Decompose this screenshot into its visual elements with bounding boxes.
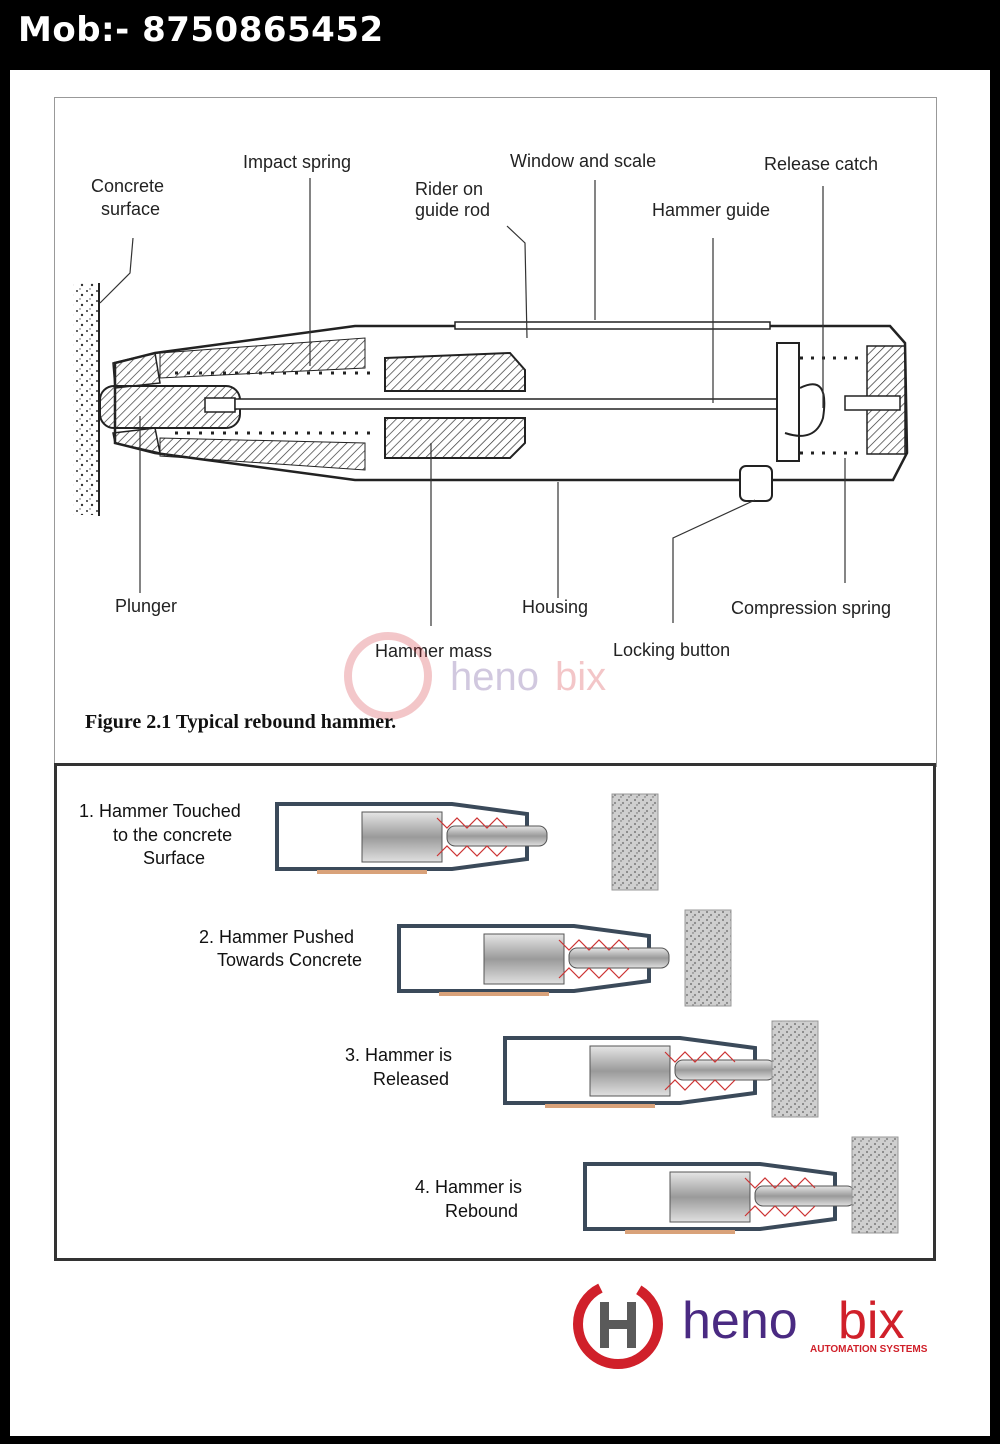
step-1-line-1: 1. Hammer Touched [79, 801, 241, 821]
label-rider-on-guide-rod-2: guide rod [415, 200, 490, 220]
step-2-line-2: Towards Concrete [217, 950, 362, 970]
label-hammer-mass: Hammer mass [375, 641, 492, 661]
label-housing: Housing [522, 597, 588, 617]
nose-cap [112, 352, 161, 389]
step-2-concrete-block [684, 909, 732, 1007]
watermark: heno bix [344, 632, 606, 720]
label-release-catch: Release catch [764, 154, 878, 174]
step-4-concrete-block [851, 1136, 899, 1234]
step-1-concrete-block [611, 793, 659, 891]
step-2-line-1: 2. Hammer Pushed [199, 927, 354, 947]
step-2: 2. Hammer Pushed Towards Concrete [199, 909, 732, 1007]
logo-tagline: AUTOMATION SYSTEMS [810, 1344, 928, 1355]
operation-steps-drawing: 1. Hammer Touched to the concrete Surfac… [79, 793, 899, 1236]
step-2-hammer [397, 924, 671, 998]
label-concrete-surface-2: surface [101, 199, 160, 219]
svg-text:bix: bix [555, 655, 606, 699]
rebound-hammer-drawing: Concrete surface Impact spring Rider on … [73, 151, 909, 733]
step-3-concrete-block [771, 1020, 819, 1118]
label-plunger: Plunger [115, 596, 177, 616]
step-1-hammer [275, 802, 549, 876]
logo-text-bix: bix [838, 1292, 904, 1350]
phone-number: Mob:- 8750865452 [18, 10, 384, 50]
henobix-logo-graphic: heno bix AUTOMATION SYSTEMS [573, 1279, 928, 1369]
step-4: 4. Hammer is Rebound [415, 1136, 899, 1236]
svg-text:heno: heno [450, 655, 539, 699]
concrete-wall [73, 283, 99, 515]
label-concrete-surface: Concrete [91, 176, 164, 196]
operation-steps-panel: 1. Hammer Touched to the concrete Surfac… [54, 763, 936, 1261]
hammer-mass [384, 351, 526, 459]
step-4-line-2: Rebound [445, 1201, 518, 1221]
label-rider-on-guide-rod: Rider on [415, 179, 483, 199]
step-3-line-1: 3. Hammer is [345, 1045, 452, 1065]
locking-button [739, 465, 773, 502]
label-impact-spring: Impact spring [243, 152, 351, 172]
henobix-logo: heno bix AUTOMATION SYSTEMS [570, 1276, 950, 1372]
step-3-line-2: Released [373, 1069, 449, 1089]
label-locking-button: Locking button [613, 640, 730, 660]
label-compression-spring: Compression spring [731, 598, 891, 618]
step-1-line-2: to the concrete [113, 825, 232, 845]
figure-caption: Figure 2.1 Typical rebound hammer. [85, 711, 396, 733]
step-1: 1. Hammer Touched to the concrete Surfac… [79, 793, 659, 891]
top-bar: Mob:- 8750865452 [0, 0, 1000, 68]
step-4-hammer [583, 1162, 857, 1236]
label-window-and-scale: Window and scale [510, 151, 656, 171]
step-3-hammer [503, 1036, 777, 1110]
window-strip [454, 321, 771, 330]
step-1-line-3: Surface [143, 848, 205, 868]
label-hammer-guide: Hammer guide [652, 200, 770, 220]
rebound-hammer-figure: Concrete surface Impact spring Rider on … [54, 97, 937, 767]
step-3: 3. Hammer is Released [345, 1020, 819, 1118]
logo-text-heno: heno [682, 1292, 798, 1350]
release-catch [776, 342, 800, 462]
guide-rod [234, 398, 791, 410]
step-4-line-1: 4. Hammer is [415, 1177, 522, 1197]
